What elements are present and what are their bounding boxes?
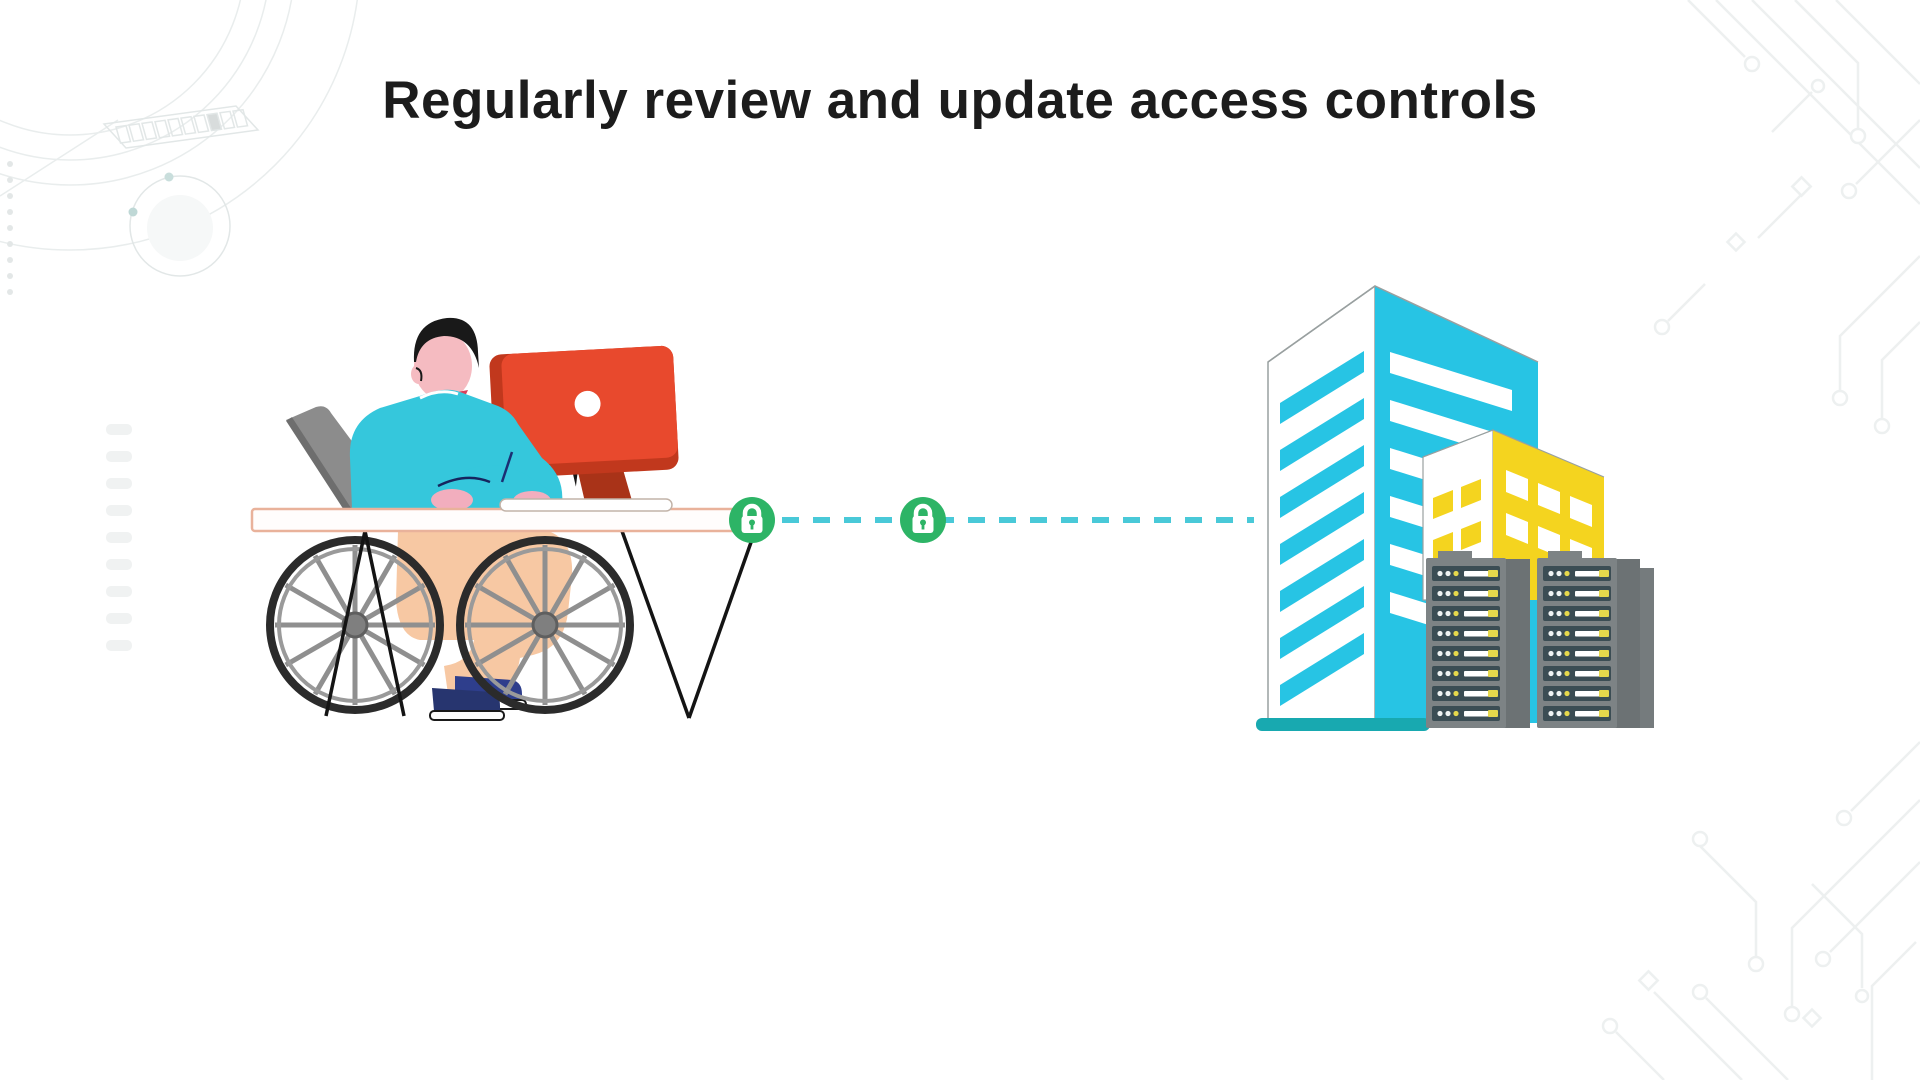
decor-bar-stack (106, 424, 132, 651)
desk-top (250, 507, 759, 533)
wheelchair-wheel-right (460, 540, 630, 710)
person-ear (411, 364, 427, 384)
monitor-logo-icon (574, 390, 601, 417)
slide-title: Regularly review and update access contr… (382, 71, 1538, 130)
server-rack-right (1537, 551, 1654, 728)
person-head (414, 332, 472, 400)
shoe-front (432, 688, 500, 712)
decor-circuit-top-left (0, 0, 358, 651)
person-in-wheelchair (349, 317, 563, 511)
person-hair (413, 317, 479, 368)
decor-circuit-top-right (1653, 0, 1920, 435)
lock-icon-left (729, 497, 775, 543)
keyboard (499, 498, 673, 512)
decor-circuit-bottom-right (1601, 741, 1920, 1080)
wheelchair-wheel-left (270, 540, 440, 710)
server-rack-left (1426, 551, 1530, 728)
computer-monitor (489, 345, 679, 507)
desk-legs (324, 530, 757, 719)
decor-dot-column (7, 161, 13, 295)
lock-icon-right (900, 497, 946, 543)
building-base-bar (1256, 718, 1430, 731)
person-hand-left (431, 489, 473, 511)
